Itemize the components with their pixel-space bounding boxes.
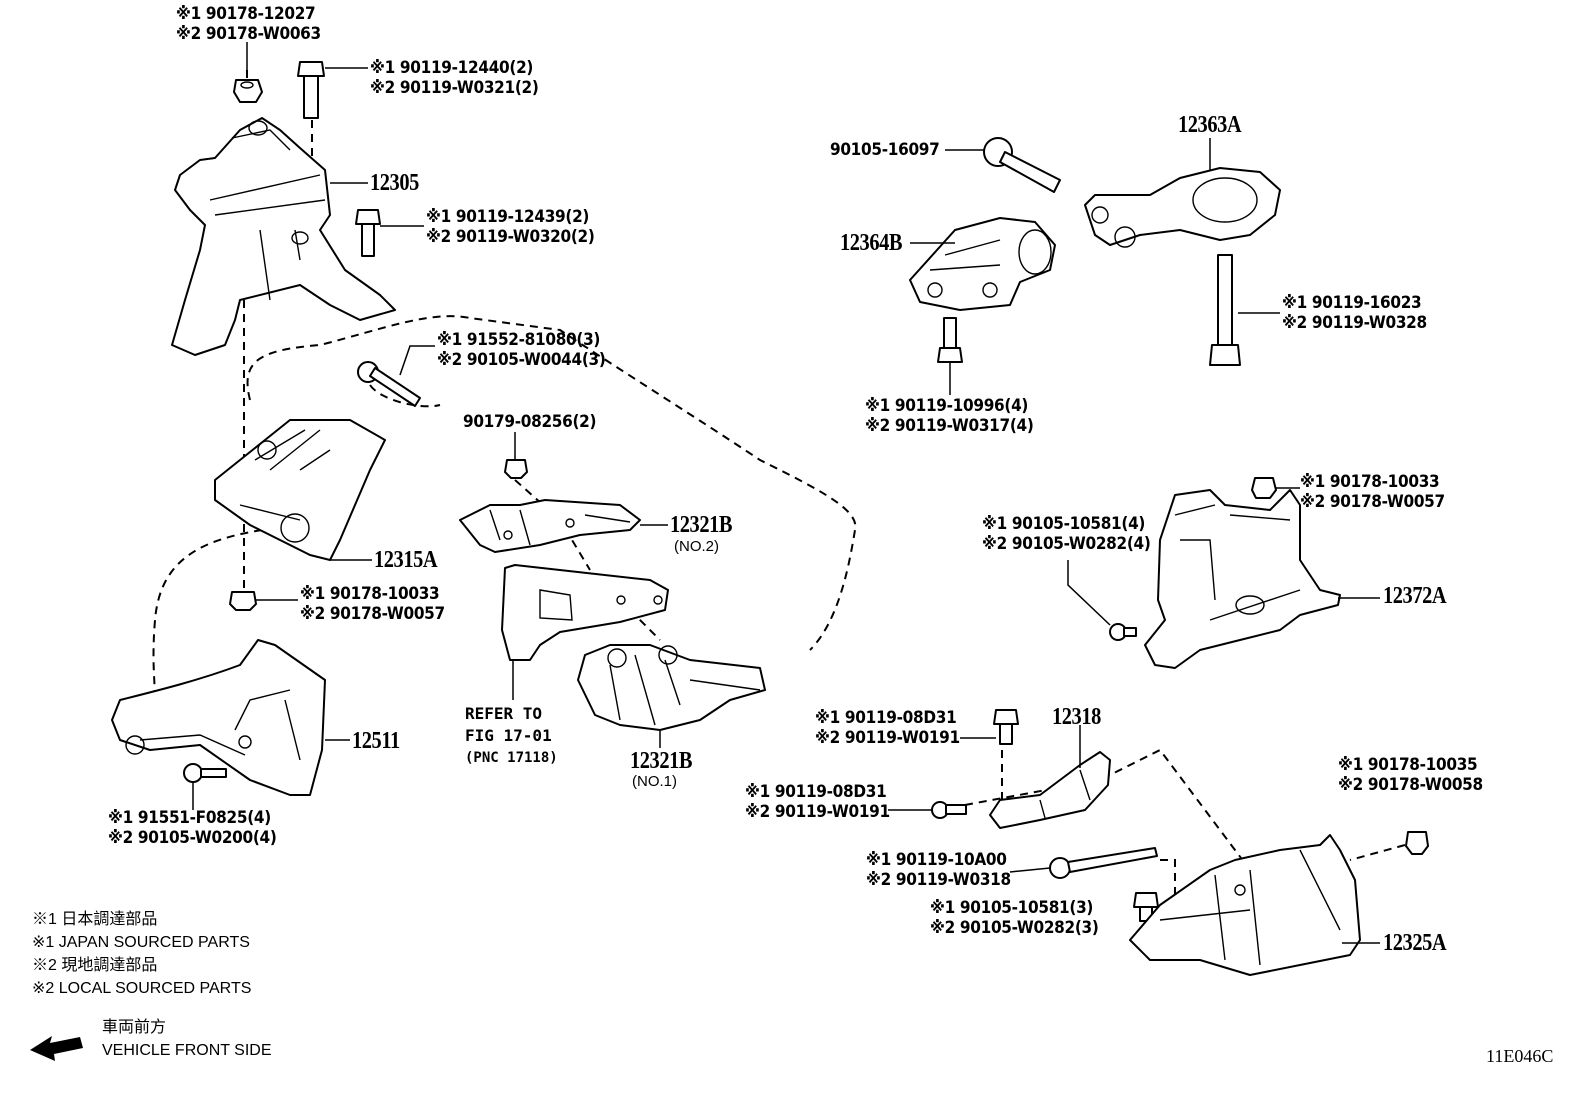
part-label-12325A: 12325A xyxy=(1383,930,1447,956)
legend-item: ※1 JAPAN SOURCED PARTS xyxy=(32,934,250,951)
part-12321B-no1-drawing xyxy=(577,644,766,731)
fastener-label-90119-10A00: ※1 90119-10A00※2 90119-W0318 xyxy=(866,850,1011,890)
fastener-label-90119-08D31-top: ※1 90119-08D31※2 90119-W0191 xyxy=(815,708,960,748)
fastener-label-90178-12027: ※1 90178-12027※2 90178-W0063 xyxy=(176,4,321,44)
vehicle-front-jp: 車両前方 xyxy=(102,1019,167,1036)
leader-lines xyxy=(192,42,1380,944)
arrow-left-icon xyxy=(30,1036,83,1061)
fastener-label-90178-10033-right: ※1 90178-10033※2 90178-W0057 xyxy=(1300,472,1445,512)
part-12372A-drawing xyxy=(1144,489,1341,669)
bolt-90119-16023-drawing xyxy=(1209,254,1241,366)
part-12318-drawing xyxy=(989,751,1111,829)
vehicle-front-note: 車両前方 VEHICLE FRONT SIDE xyxy=(102,1016,272,1062)
part-note-no1: (NO.1) xyxy=(632,773,677,790)
sourcing-legend: ※1 日本調達部品 ※1 JAPAN SOURCED PARTS ※2 現地調達… xyxy=(32,908,251,1000)
nut-90178-10033-left-drawing xyxy=(229,591,257,611)
part-12305-drawing xyxy=(171,117,396,356)
fastener-label-90178-10035: ※1 90178-10035※2 90178-W0058 xyxy=(1338,755,1483,795)
part-note-no2: (NO.2) xyxy=(674,538,719,555)
fastener-label-90119-16023: ※1 90119-16023※2 90119-W0328 xyxy=(1282,293,1427,333)
nut-90178-10035-drawing xyxy=(1405,831,1429,855)
nut-90178-10033-right-drawing xyxy=(1251,477,1277,499)
fastener-label-91552-81080: ※1 91552-81080(3)※2 90105-W0044(3) xyxy=(437,330,606,370)
nut-90178-12027-drawing xyxy=(233,79,263,103)
part-12363A-drawing xyxy=(1084,167,1281,248)
part-label-12321B-no1: 12321B xyxy=(630,748,693,774)
bolt-90119-12440-drawing xyxy=(297,61,325,119)
part-12325A-drawing xyxy=(1129,834,1361,976)
fastener-label-91551-F0825: ※1 91551-F0825(4)※2 90105-W0200(4) xyxy=(108,808,277,848)
part-label-12372A: 12372A xyxy=(1383,583,1447,609)
part-label-12305: 12305 xyxy=(370,170,419,196)
legend-item: ※2 現地調達部品 xyxy=(32,957,158,974)
illustration-code: 11E046C xyxy=(1486,1046,1554,1066)
fastener-label-90179-08256: 90179-08256(2) xyxy=(463,412,597,432)
part-12315A-drawing xyxy=(214,419,386,561)
bolt-90119-10A00-drawing xyxy=(1049,847,1158,879)
fastener-label-90119-10996: ※1 90119-10996(4)※2 90119-W0317(4) xyxy=(865,396,1034,436)
nut-90179-08256-drawing xyxy=(504,459,528,479)
fastener-label-90119-12439: ※1 90119-12439(2)※2 90119-W0320(2) xyxy=(426,207,595,247)
fastener-label-90119-08D31-side: ※1 90119-08D31※2 90119-W0191 xyxy=(745,782,890,822)
vehicle-front-en: VEHICLE FRONT SIDE xyxy=(102,1042,272,1059)
bolt-90119-08D31-top-drawing xyxy=(993,709,1019,745)
bolt-90105-10581-4-drawing xyxy=(1109,623,1137,641)
refer-bracket-drawing xyxy=(501,564,669,661)
part-label-12315A: 12315A xyxy=(374,547,438,573)
fastener-label-90105-16097: 90105-16097 xyxy=(830,140,940,160)
fastener-label-90105-10581-4: ※1 90105-10581(4)※2 90105-W0282(4) xyxy=(982,514,1151,554)
bolt-90105-16097-drawing xyxy=(983,137,1061,193)
legend-item: ※1 日本調達部品 xyxy=(32,911,158,928)
bolt-91552-81080-drawing xyxy=(357,361,421,407)
part-label-12511: 12511 xyxy=(352,728,400,754)
part-12364B-drawing xyxy=(909,217,1056,311)
fastener-label-90119-12440: ※1 90119-12440(2)※2 90119-W0321(2) xyxy=(370,58,539,98)
bolt-90119-08D31-side-drawing xyxy=(931,801,967,819)
fastener-label-90178-10033-left: ※1 90178-10033※2 90178-W0057 xyxy=(300,584,445,624)
part-label-12321B-no2: 12321B xyxy=(670,512,733,538)
part-label-12364B: 12364B xyxy=(840,230,903,256)
bolt-90119-12439-drawing xyxy=(355,209,381,257)
part-12511-drawing xyxy=(111,639,326,796)
fastener-label-90105-10581-3: ※1 90105-10581(3)※2 90105-W0282(3) xyxy=(930,898,1099,938)
part-12321B-no2-drawing xyxy=(459,499,641,553)
bolt-90119-10996-drawing xyxy=(937,317,963,363)
part-label-12363A: 12363A xyxy=(1178,112,1242,138)
legend-item: ※2 LOCAL SOURCED PARTS xyxy=(32,980,252,997)
part-label-12318: 12318 xyxy=(1052,704,1101,730)
bolt-91551-F0825-drawing xyxy=(183,763,227,783)
